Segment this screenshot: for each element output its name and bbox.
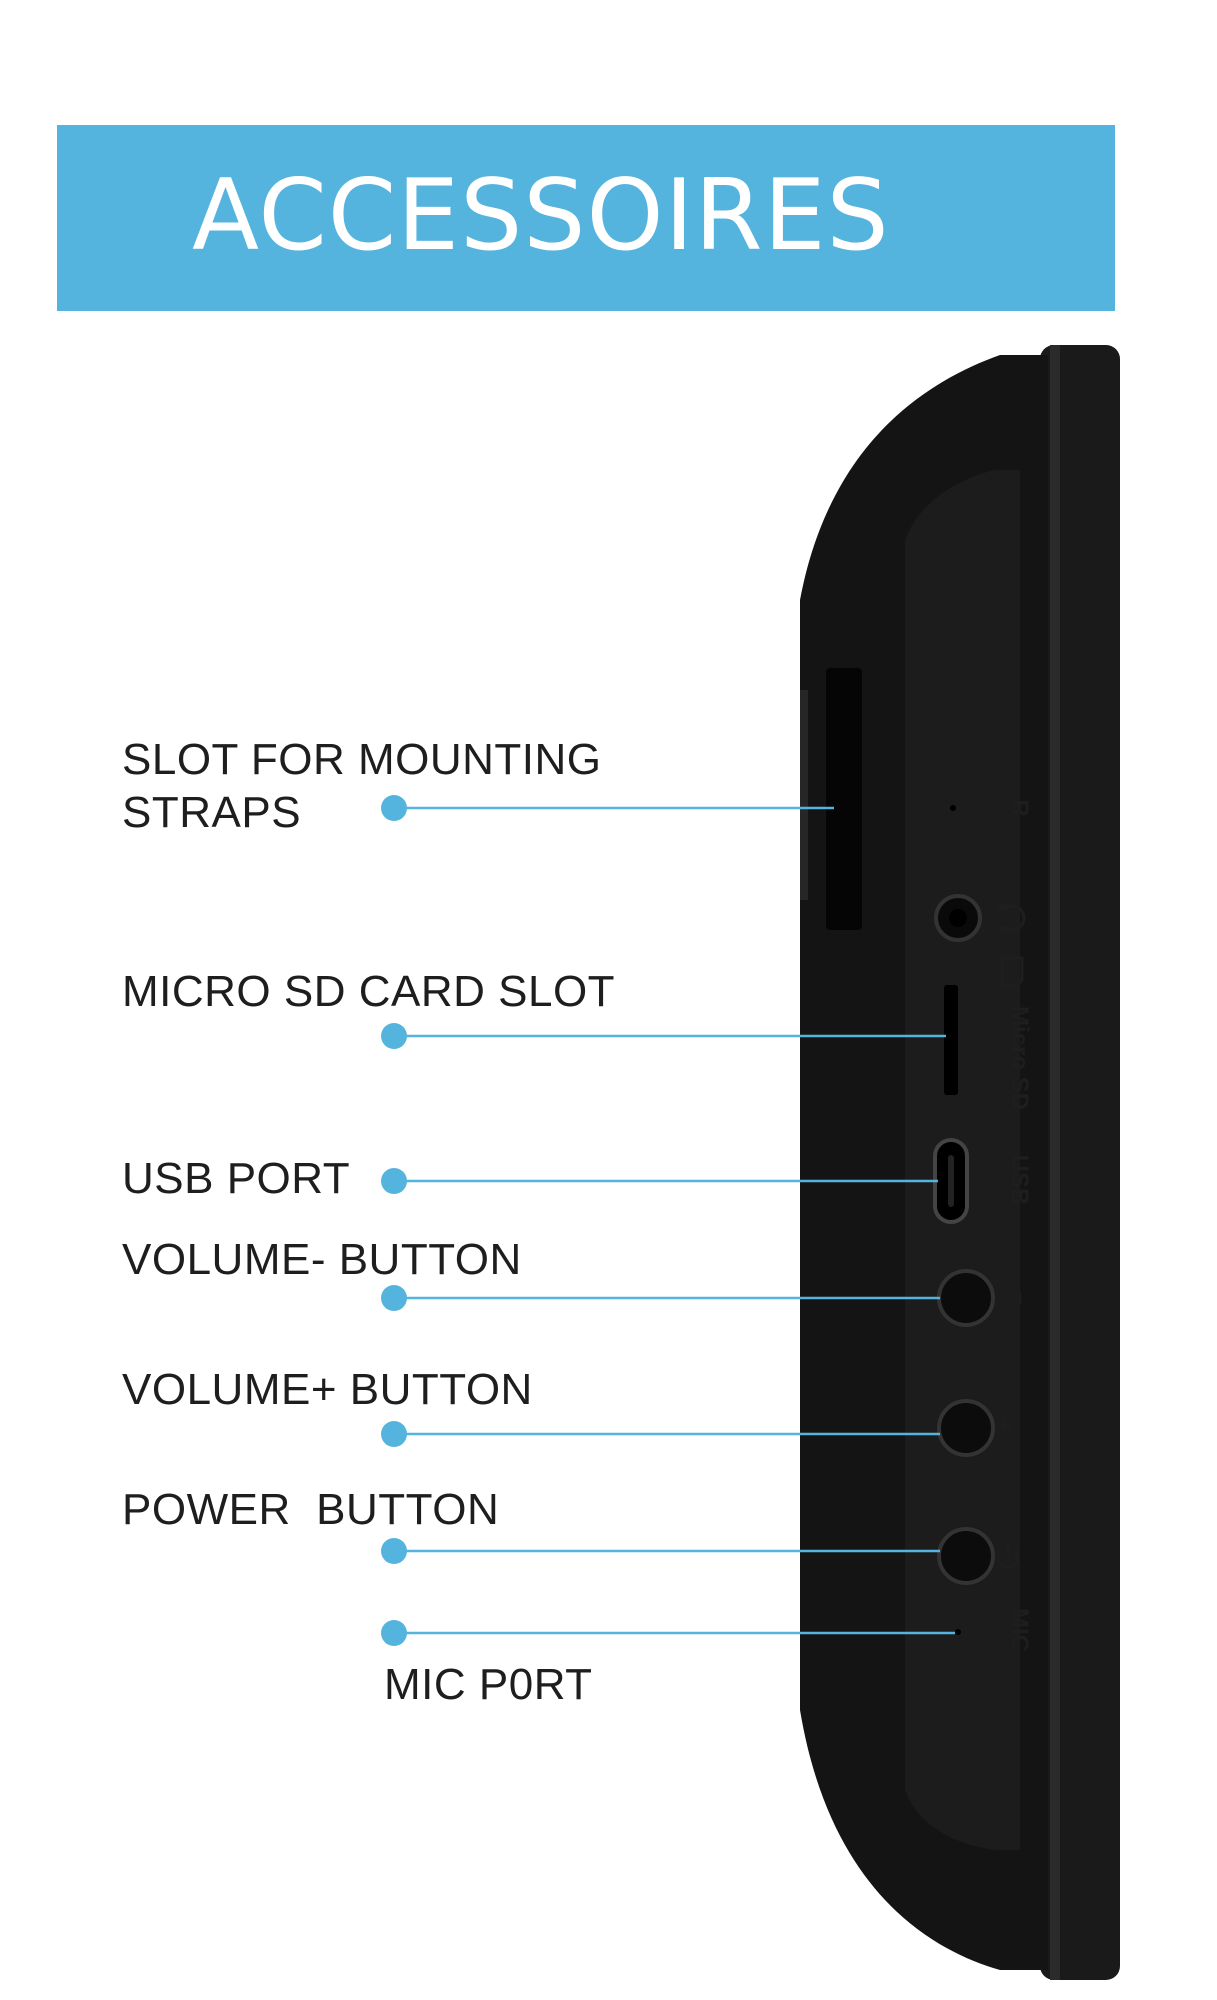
label-mic-port: MIC P0RT xyxy=(384,1660,593,1709)
r-indicator-dot xyxy=(950,805,956,811)
callout-dot-mic xyxy=(381,1620,407,1646)
label-volume-minus-button: VOLUME- BUTTON xyxy=(122,1235,522,1284)
banner-title: ACCESSOIRES xyxy=(192,159,890,273)
label-volume-plus-button: VOLUME+ BUTTON xyxy=(122,1365,533,1414)
mounting-strap-slot xyxy=(826,668,862,930)
callout-dot-vol-minus xyxy=(381,1285,407,1311)
headphone-icon xyxy=(999,904,1026,932)
usb-c-tongue xyxy=(948,1155,954,1207)
callout-dot-sd xyxy=(381,1023,407,1049)
label-slot-mounting-straps-line2: STRAPS xyxy=(122,788,302,837)
callout-dot-slot xyxy=(381,795,407,821)
power-icon xyxy=(996,1543,1020,1569)
volume-minus-button-shape xyxy=(937,1269,995,1327)
device-label-usb: USB xyxy=(1006,1155,1033,1206)
device-label-plus: + xyxy=(995,1410,1013,1443)
callout-dot-usb xyxy=(381,1168,407,1194)
label-micro-sd-card-slot: MICRO SD CARD SLOT xyxy=(122,967,616,1016)
label-usb-port: USB PORT xyxy=(122,1154,351,1203)
power-button-shape xyxy=(937,1527,995,1585)
headphone-jack-hole xyxy=(949,909,967,927)
device-label-mic: MIC xyxy=(1006,1608,1033,1652)
device-label-r: R xyxy=(1006,799,1033,816)
volume-plus-button-shape xyxy=(937,1399,995,1457)
callout-lines xyxy=(381,795,955,1646)
device-bezel-edge xyxy=(1050,345,1060,1980)
micro-sd-slot xyxy=(944,985,958,1095)
label-power-button: POWER BUTTON xyxy=(122,1485,500,1534)
sd-card-icon xyxy=(1000,956,1024,988)
mounting-strap-slot-edge xyxy=(800,690,808,900)
callout-dot-vol-plus xyxy=(381,1421,407,1447)
device-label-micro-sd: Micro SD xyxy=(1006,1006,1033,1110)
mic-hole xyxy=(955,1629,961,1635)
device-label-minus: − xyxy=(1006,1291,1033,1305)
label-slot-mounting-straps-line1: SLOT FOR MOUNTING xyxy=(122,735,602,784)
title-banner: ACCESSOIRES xyxy=(57,125,1115,311)
callout-dot-power xyxy=(381,1538,407,1564)
